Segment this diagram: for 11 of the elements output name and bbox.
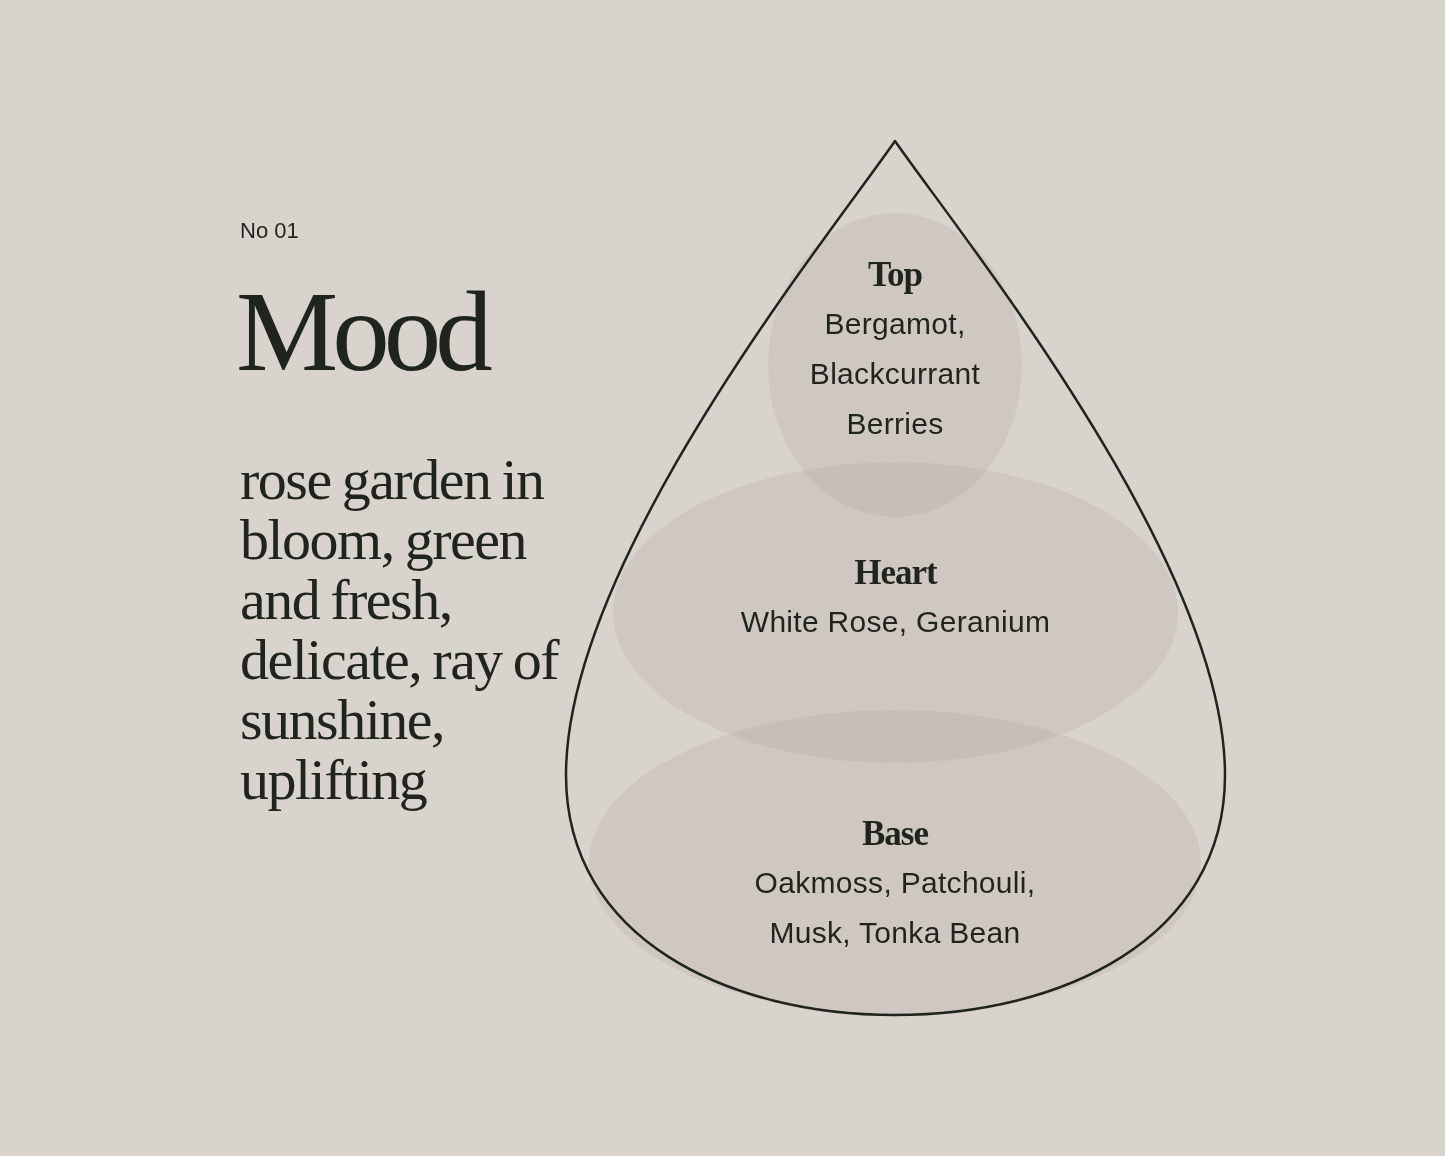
note-heading: Top [867, 255, 923, 295]
note-list: White Rose, Geranium [740, 597, 1051, 647]
note-list: Bergamot, Blackcurrant Berries [790, 299, 1000, 449]
mood-description: rose garden in bloom, green and fresh, delicate, ray of sunshine, uplifting [240, 450, 561, 810]
note-heading: Base [862, 814, 928, 854]
note-ellipse [589, 710, 1201, 1015]
teardrop-outline [564, 139, 1227, 1017]
issue-number: No 01 [240, 218, 299, 244]
note-list: Oakmoss, Patchouli, Musk, Tonka Bean [740, 858, 1050, 958]
title: Mood [236, 274, 487, 389]
note-heading: Heart [854, 553, 937, 593]
